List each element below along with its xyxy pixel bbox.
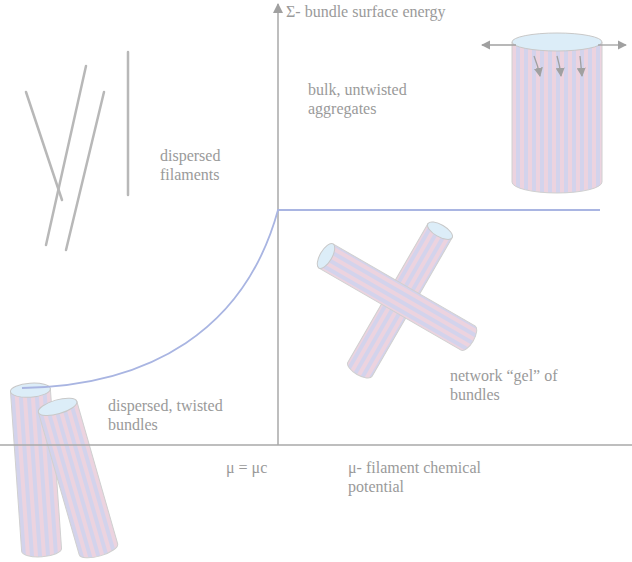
region-label: dispersed filaments [160, 146, 245, 184]
region-label: network “gel” of bundles [450, 366, 565, 404]
filament-lines [26, 52, 128, 250]
region-label: dispersed, twisted bundles [108, 396, 233, 434]
phase-boundary [22, 210, 600, 388]
sigma-axis [277, 4, 279, 445]
axis-value: μ = μc [226, 458, 267, 477]
bundle-cylinder [36, 395, 119, 562]
axis-label: μ- filament chemical potential [348, 458, 538, 496]
mu-axis [0, 444, 632, 446]
bulk-cylinder [482, 33, 626, 193]
region-label: bulk, untwisted aggregates [308, 80, 438, 118]
gel-cylinder [314, 241, 480, 353]
axis-label: Σ- bundle surface energy [286, 2, 446, 21]
